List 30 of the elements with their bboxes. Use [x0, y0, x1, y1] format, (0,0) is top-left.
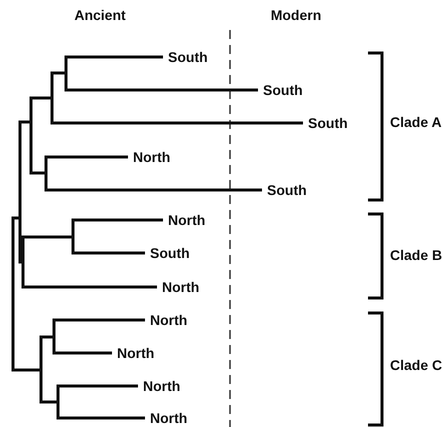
clade-label: Clade B	[390, 247, 442, 263]
tree-branch	[66, 56, 163, 58]
tree-branch	[23, 286, 157, 288]
tree-branch	[58, 416, 145, 420]
leaf-label: North	[145, 410, 188, 426]
tree-branch	[66, 88, 258, 92]
column-heading: Ancient	[74, 7, 126, 23]
leaf-label: South	[303, 115, 348, 131]
leaf-label: South	[145, 245, 190, 261]
tree-branch	[73, 218, 163, 222]
tree-branch	[58, 384, 138, 388]
tree-branch	[54, 352, 112, 354]
tree-branch	[52, 122, 303, 124]
clade-label: Clade A	[390, 114, 442, 130]
tree-branch	[54, 318, 145, 322]
leaf-label: North	[128, 149, 170, 165]
leaf-label: North	[157, 279, 200, 295]
leaf-label: North	[145, 312, 188, 328]
leaf-label: North	[138, 378, 180, 394]
leaf-label: South	[258, 82, 303, 98]
leaf-label: North	[163, 212, 206, 228]
column-heading: Modern	[270, 7, 322, 23]
tree-branch	[73, 252, 145, 254]
leaf-label: North	[112, 345, 154, 361]
phylogenetic-tree-drawing	[12, 56, 74, 420]
leaf-label: South	[262, 182, 307, 198]
leaf-label: South	[163, 49, 208, 65]
tree-branch	[46, 188, 262, 192]
tree-branch	[46, 156, 128, 158]
clade-label: Clade C	[390, 357, 442, 373]
